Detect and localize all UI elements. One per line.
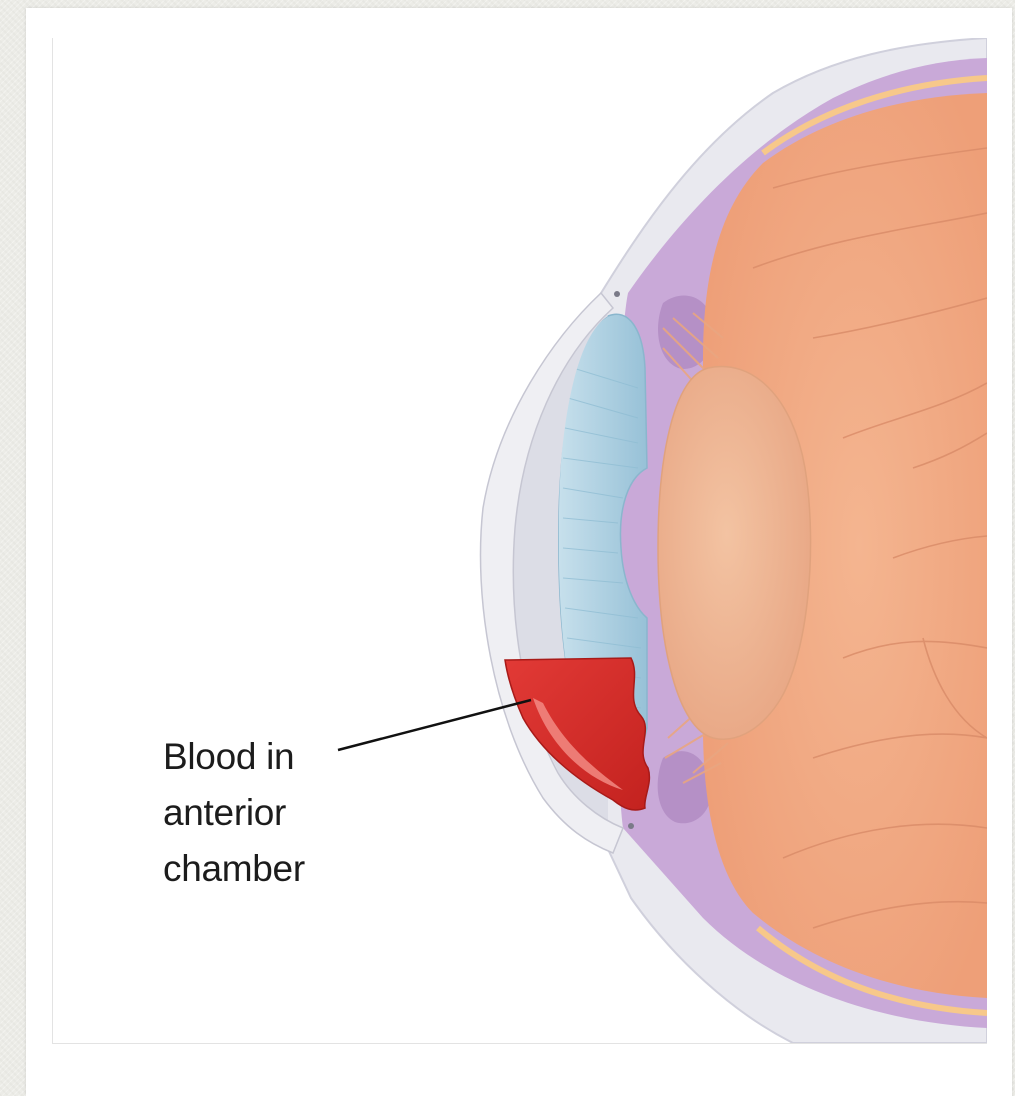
limbus-marker-lower (628, 823, 634, 829)
annotation-line-1: Blood in (163, 729, 383, 785)
limbus-marker-upper (614, 291, 620, 297)
annotation-label: Blood in anterior chamber (163, 729, 383, 897)
annotation-line-2: anterior (163, 785, 383, 841)
annotation-line-3: chamber (163, 841, 383, 897)
diagram-panel: Blood in anterior chamber (52, 38, 987, 1044)
lens (658, 366, 811, 739)
